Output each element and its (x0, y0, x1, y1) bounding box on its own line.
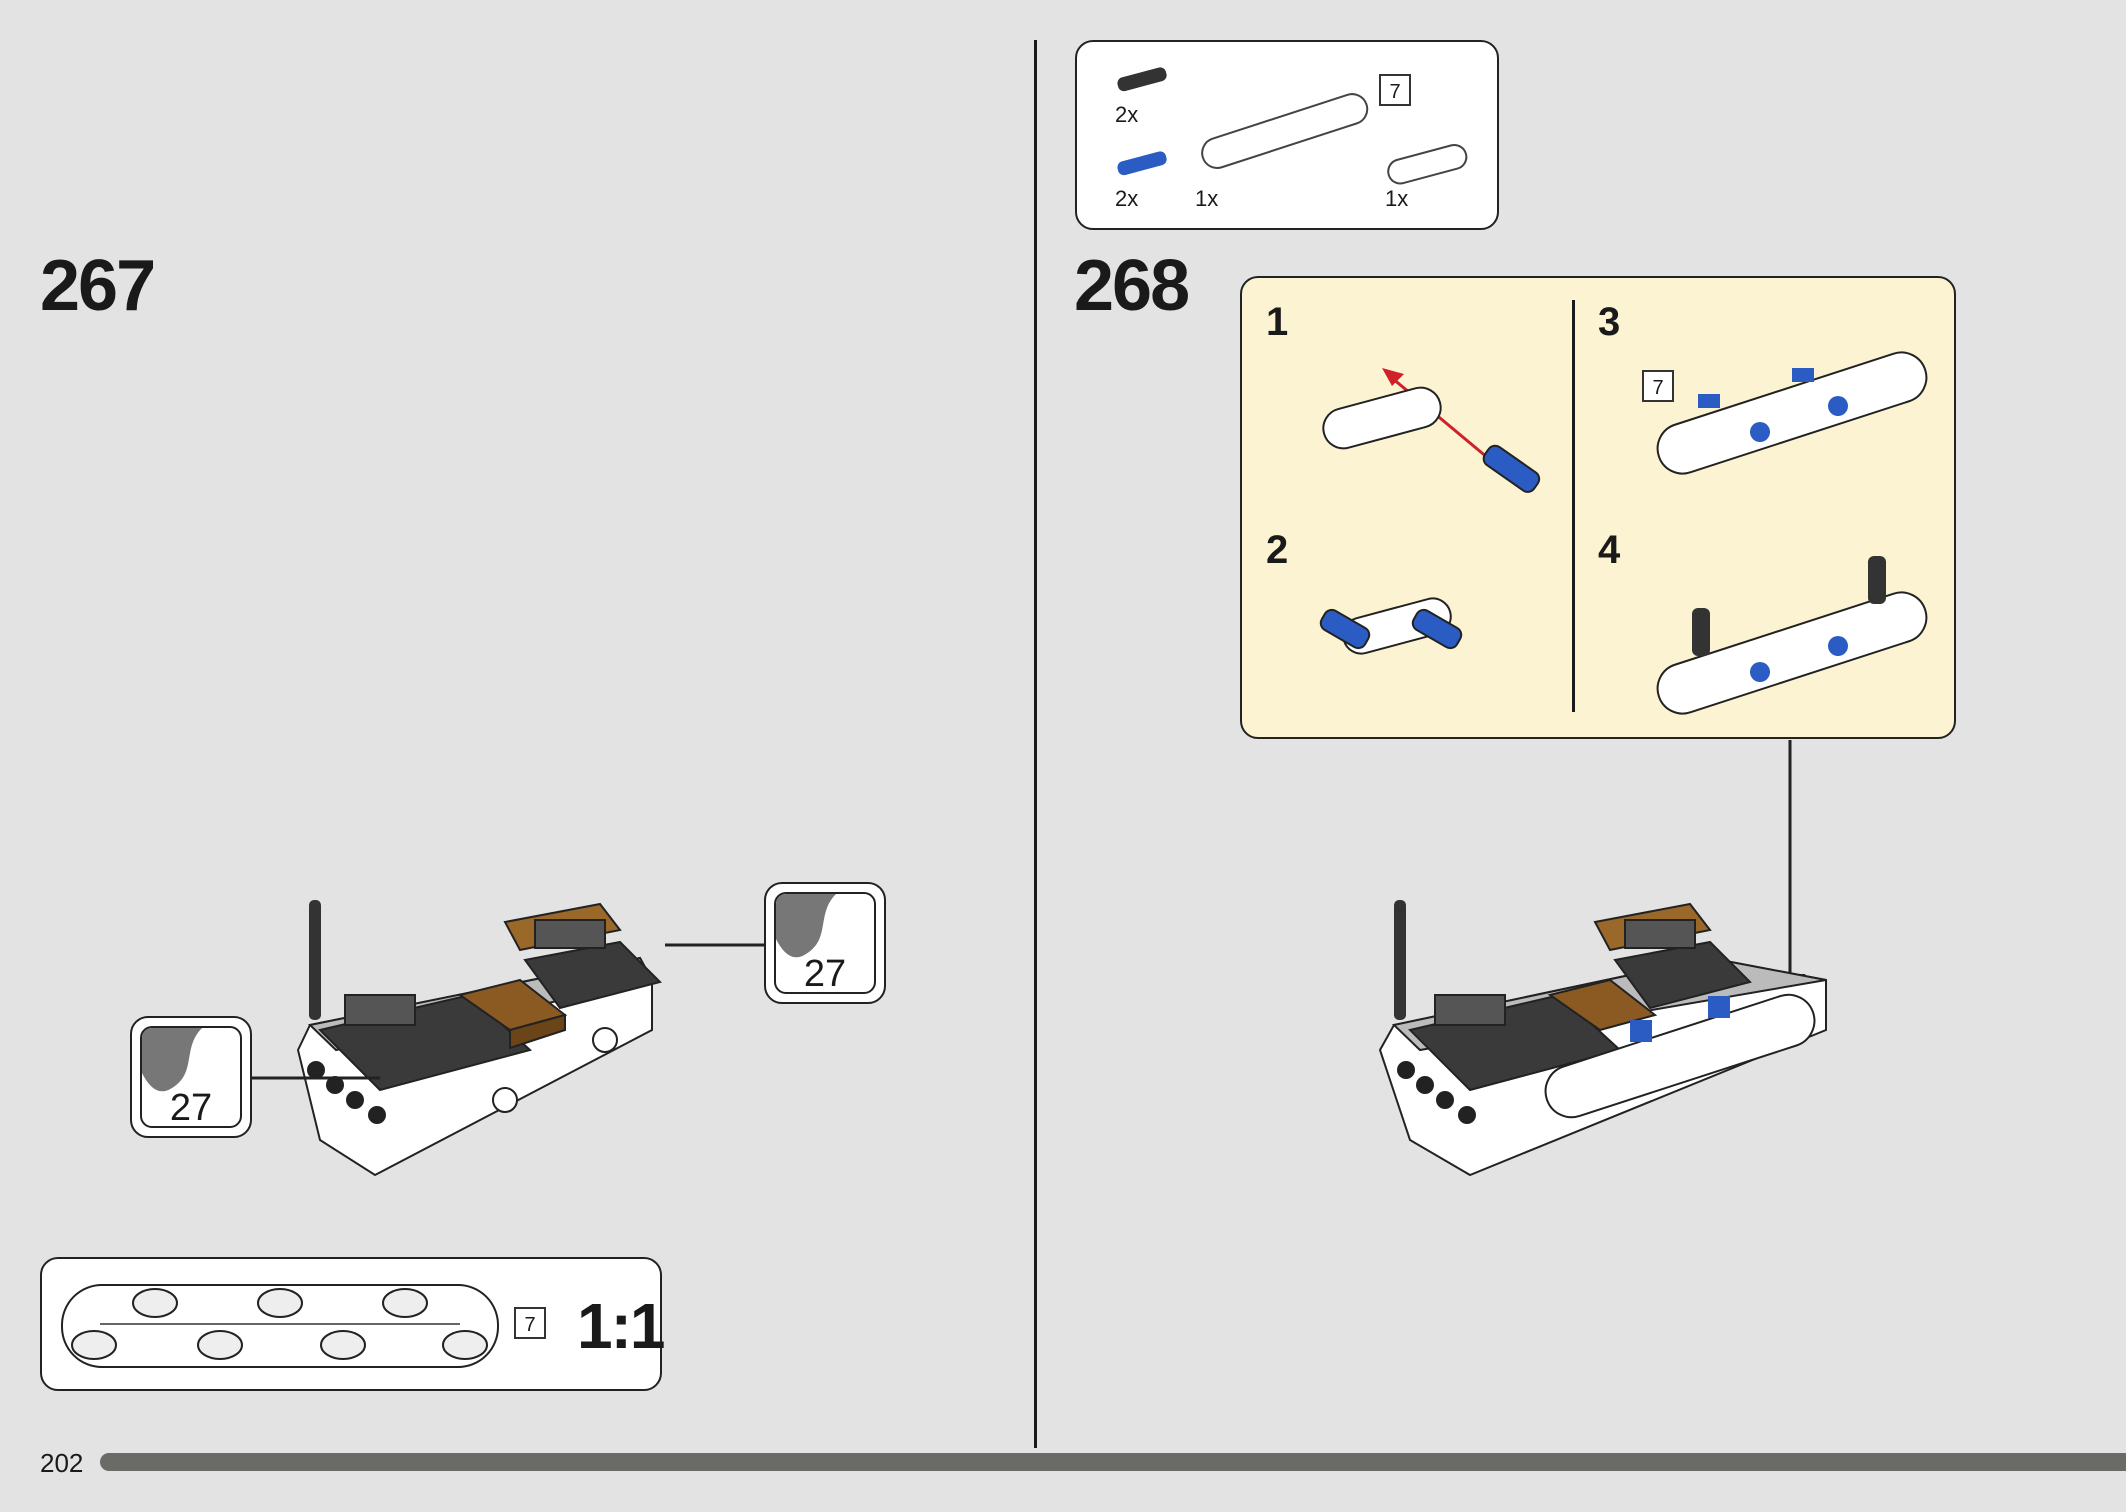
sticker-icon (140, 1026, 242, 1128)
sticker-callout-left: 27 (130, 1016, 252, 1138)
part-length-box: 7 (1642, 370, 1674, 402)
page-divider (1034, 40, 1037, 1448)
part-length-box: 7 (1379, 74, 1411, 106)
assembly-illustration-268 (1378, 900, 1827, 1177)
beam-7-illustration (61, 1284, 499, 1368)
black-axle-pin-icon (1117, 67, 1167, 92)
white-beam-3-icon (1387, 143, 1468, 185)
part-qty-blue-pin: 2x (1115, 186, 1139, 211)
step-number-267: 267 (40, 246, 156, 326)
part-qty-white-beam: 1x (1195, 186, 1219, 211)
scale-reference-panel: 7 1:1 (40, 1257, 665, 1391)
page-number: 202 (40, 1448, 84, 1478)
sub-step-number-2: 2 (1266, 528, 1289, 572)
sub-step-number-4: 4 (1598, 528, 1621, 572)
sticker-number: 27 (803, 953, 847, 995)
step-number-268: 268 (1074, 246, 1190, 326)
sticker-callout-right: 27 (764, 882, 886, 1004)
scale-label: 1:1 (577, 1290, 665, 1362)
sticker-icon (774, 892, 876, 994)
sub-step-divider (1572, 300, 1575, 712)
sub-step-1-illustration (1322, 368, 1541, 493)
sticker-leader-lines (250, 943, 770, 1080)
sticker-number: 27 (169, 1087, 213, 1129)
assembly-illustration-267 (296, 900, 662, 1177)
blue-axle-pin-icon (1117, 151, 1167, 176)
part-qty-black-pin: 2x (1115, 102, 1139, 127)
white-beam-7-icon (1201, 93, 1369, 169)
sub-assembly-panel: 1 2 3 4 7 (1240, 276, 1956, 739)
page-progress-bar (100, 1453, 2126, 1471)
sub-step-2-illustration (1319, 597, 1463, 655)
part-qty-white-beam-3: 1x (1385, 186, 1409, 211)
sub-step-4-illustration (1656, 556, 1928, 715)
parts-list-panel: 2x 2x 1x 7 1x (1075, 40, 1499, 230)
sub-step-3-illustration (1656, 351, 1928, 475)
sub-step-number-3: 3 (1598, 300, 1621, 344)
sub-step-number-1: 1 (1266, 300, 1289, 344)
part-length-box: 7 (514, 1307, 546, 1339)
